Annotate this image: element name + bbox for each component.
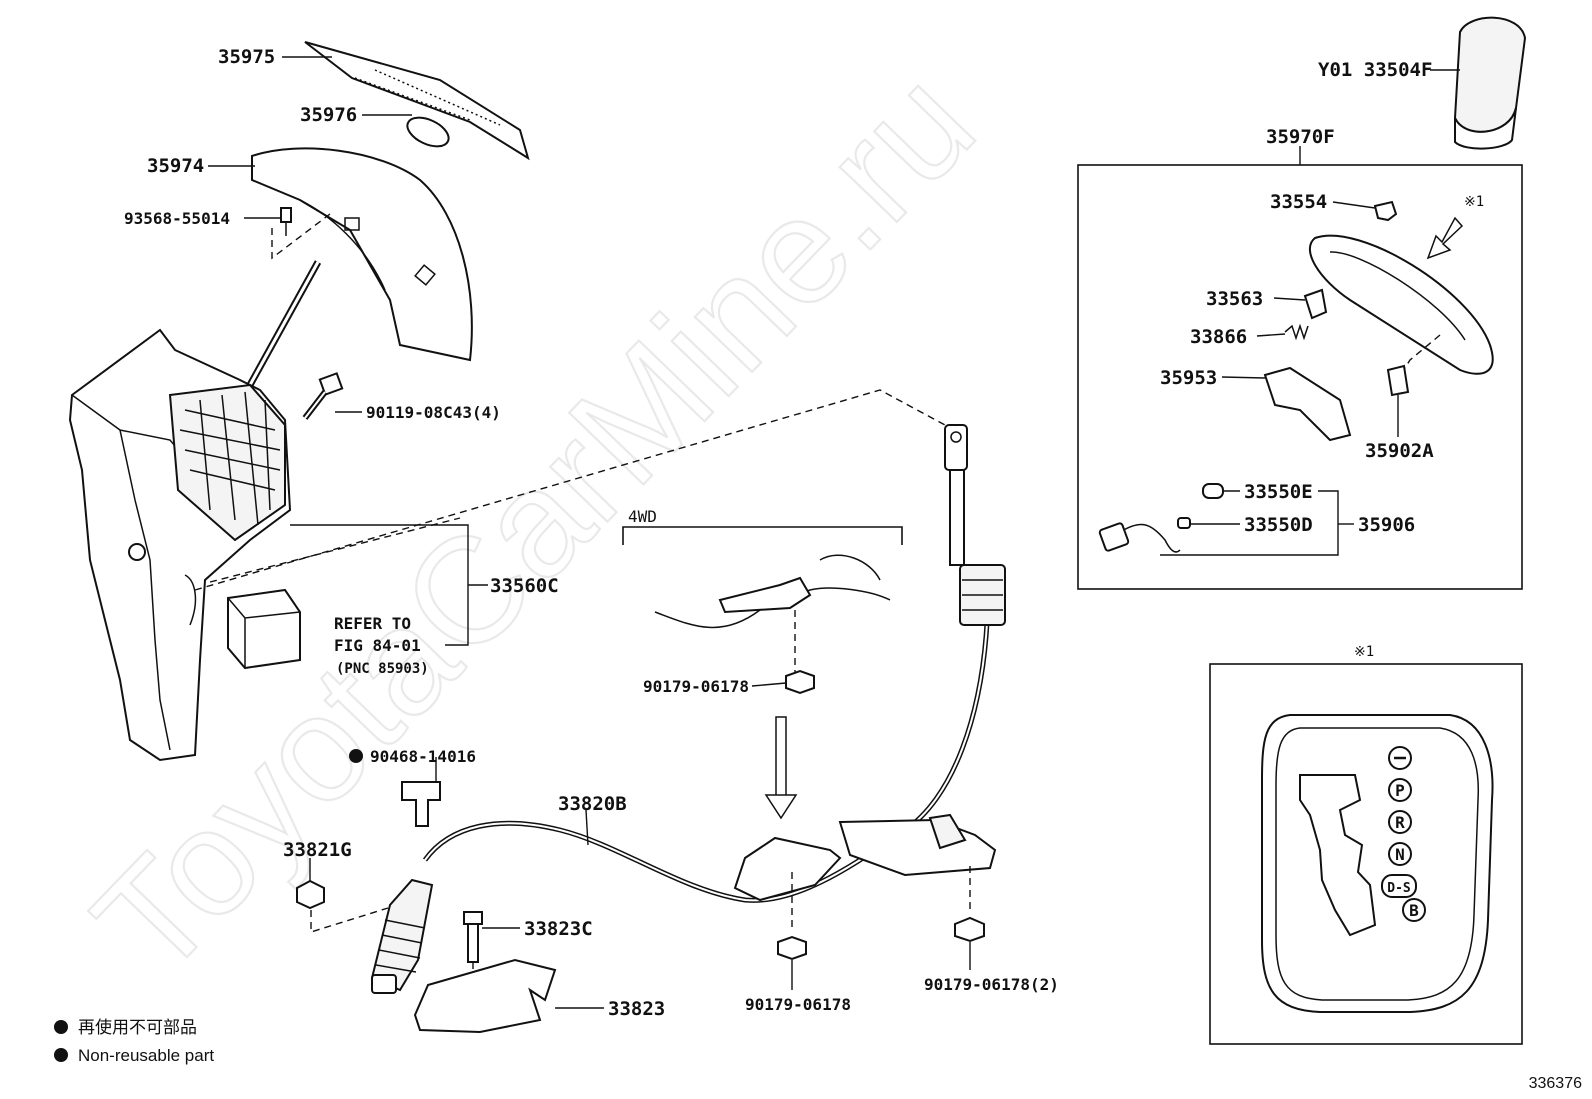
arrow-down-icon xyxy=(764,716,798,820)
label-35975: 35975 xyxy=(218,46,275,68)
legend: 再使用不可部品 Non-reusable part xyxy=(54,1017,214,1065)
label-33820B: 33820B xyxy=(558,793,627,815)
gate-label-p: P xyxy=(1395,781,1405,800)
gate-indicator-frame xyxy=(1209,663,1523,1045)
leader-lines xyxy=(208,56,1460,1009)
label-pnc-85903: (PNC 85903) xyxy=(336,661,429,677)
gate-label-r: R xyxy=(1395,813,1405,832)
label-33550E: 33550E xyxy=(1244,481,1313,503)
label-note1-a: ※1 xyxy=(1464,194,1484,210)
label-90179-06178-b: 90179-06178 xyxy=(745,995,851,1014)
legend-jp: 再使用不可部品 xyxy=(78,1017,197,1037)
gate-label-b: B xyxy=(1409,901,1419,920)
nut-90179-b xyxy=(777,935,807,961)
bolt-33823C xyxy=(463,911,483,963)
label-93568-55014: 93568-55014 xyxy=(124,209,230,228)
figure-number: 336376 xyxy=(1529,1075,1582,1092)
label-35906: 35906 xyxy=(1358,514,1415,536)
label-33823: 33823 xyxy=(608,998,665,1020)
label-35902A: 35902A xyxy=(1365,440,1434,462)
label-fig-84-01: FIG 84-01 xyxy=(334,636,421,655)
label-90179-06178-a: 90179-06178 xyxy=(643,677,749,696)
label-35976: 35976 xyxy=(300,104,357,126)
detent-plate xyxy=(168,383,286,542)
cable-boot xyxy=(370,878,434,994)
label-4wd: 4WD xyxy=(628,507,657,526)
label-35974: 35974 xyxy=(147,155,204,177)
label-90468-14016: 90468-14016 xyxy=(370,747,476,766)
label-90119-08C43: 90119-08C43(4) xyxy=(366,403,501,422)
label-33866: 33866 xyxy=(1190,326,1247,348)
gate-label-ds: D-S xyxy=(1387,881,1411,896)
label-33550D: 33550D xyxy=(1244,514,1313,536)
label-note1-b: ※1 xyxy=(1354,644,1374,660)
label-35953: 35953 xyxy=(1160,367,1217,389)
bolt-90119 xyxy=(302,372,344,420)
label-y01-33504F: Y01 33504F xyxy=(1318,59,1432,81)
label-33554: 33554 xyxy=(1270,191,1327,213)
indicator-assembly-drawing xyxy=(1098,200,1494,553)
label-33823C: 33823C xyxy=(524,918,593,940)
cable-end-upper xyxy=(944,424,1006,626)
nut-90179-c xyxy=(954,916,985,943)
shift-lever-assembly-drawing xyxy=(68,41,946,762)
non-reusable-bullet xyxy=(349,749,363,763)
clip-90468 xyxy=(401,781,441,827)
gate-indicator-drawing: P R N D-S B xyxy=(1261,714,1494,1013)
label-33821G: 33821G xyxy=(283,839,352,861)
label-90179-06178-2: 90179-06178(2) xyxy=(924,975,1059,994)
shift-knob-drawing xyxy=(1453,16,1527,150)
bracket-33823 xyxy=(413,958,557,1034)
legend-en: Non-reusable part xyxy=(78,1046,214,1065)
label-35970F: 35970F xyxy=(1266,126,1335,148)
shift-cable-drawing xyxy=(296,424,1006,1034)
gate-label-n: N xyxy=(1395,845,1405,864)
nut-33821G xyxy=(296,879,325,910)
label-33563: 33563 xyxy=(1206,288,1263,310)
nut-90179-a xyxy=(785,669,815,695)
label-refer-to: REFER TO xyxy=(334,614,411,633)
label-33560C: 33560C xyxy=(490,575,559,597)
control-module-box xyxy=(227,588,301,670)
